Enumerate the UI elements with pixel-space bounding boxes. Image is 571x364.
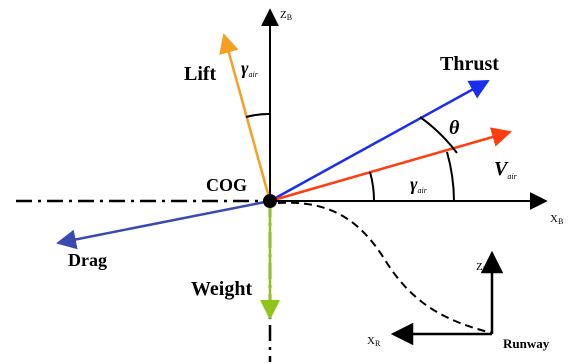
v-air-label: Vair xyxy=(494,158,518,181)
cog-point xyxy=(263,194,277,208)
runway-label: Runway xyxy=(503,336,550,351)
theta-arc xyxy=(419,116,458,154)
gamma-air-arc-xb xyxy=(446,151,455,202)
cog-label: COG xyxy=(206,175,247,195)
theta-label: θ xyxy=(449,117,460,139)
gamma-air-label-lift: γair xyxy=(241,58,259,79)
lift-label: Lift xyxy=(184,63,217,85)
lift-vector xyxy=(219,33,272,202)
zb-axis-label: ZB xyxy=(280,9,292,22)
weight-label: Weight xyxy=(191,278,252,300)
thrust-label: Thrust xyxy=(440,53,499,75)
gamma-air-label-xb: γair xyxy=(410,174,428,195)
xr-axis-label: XR xyxy=(367,335,381,348)
thrust-vector xyxy=(269,79,490,203)
v-air-vector xyxy=(269,127,512,203)
drag-label: Drag xyxy=(68,250,107,270)
zr-axis-label: ZR xyxy=(476,261,489,274)
xb-axis-label: XB xyxy=(550,213,563,226)
gamma-air-arc-vair xyxy=(369,171,376,202)
gamma-air-arc-lift xyxy=(245,112,271,118)
drag-vector xyxy=(56,199,271,250)
trajectory-curve xyxy=(277,201,493,334)
